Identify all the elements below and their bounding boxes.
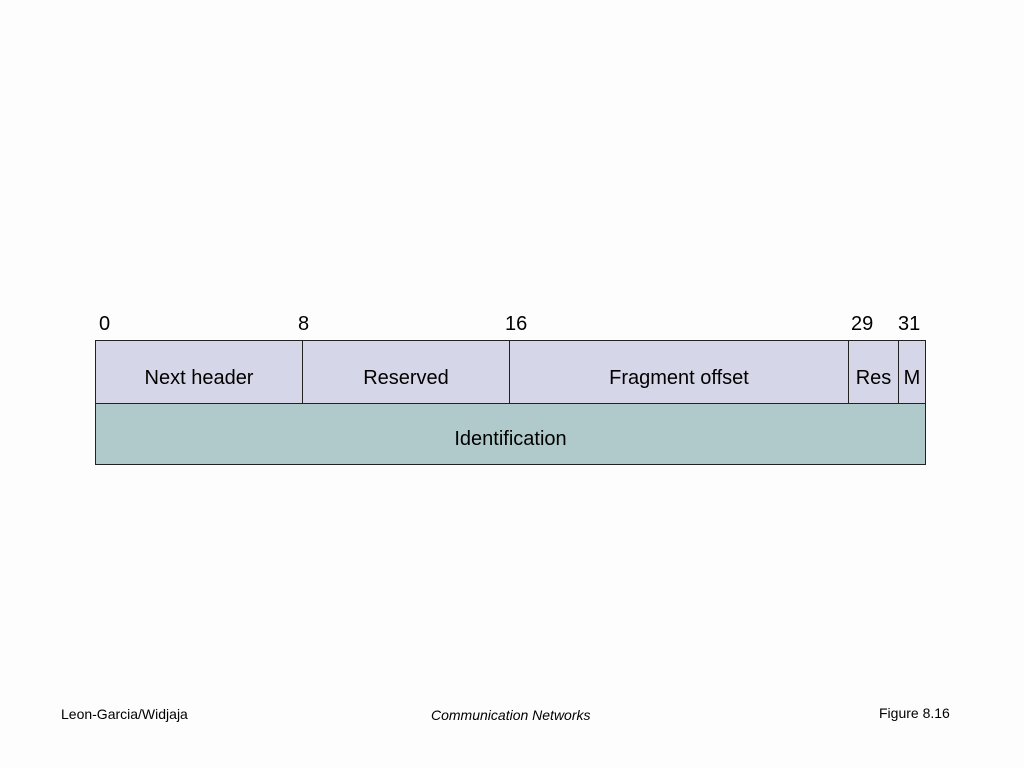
field-reserved: Reserved [303,341,510,403]
field-label: Next header [144,367,254,389]
field-label: M [903,367,921,389]
field-res: Res [849,341,899,403]
field-identification: Identification [95,403,926,465]
footer-figure-number: Figure 8.16 [879,705,950,721]
footer-author: Leon-Garcia/Widjaja [61,706,188,722]
bit-label-16: 16 [505,313,528,335]
field-label: Res [855,367,892,389]
field-next-header: Next header [96,341,303,403]
bit-label-0: 0 [99,313,111,335]
field-m-flag: M [899,341,925,403]
footer-book-title: Communication Networks [431,707,591,723]
field-fragment-offset: Fragment offset [510,341,849,403]
bit-label-29: 29 [851,313,874,335]
bit-label-8: 8 [298,313,310,335]
field-label: Identification [454,427,567,450]
bit-label-31: 31 [898,313,921,335]
field-label: Fragment offset [609,367,749,389]
field-label: Reserved [363,367,449,389]
header-row-fields: Next header Reserved Fragment offset Res… [95,340,926,404]
